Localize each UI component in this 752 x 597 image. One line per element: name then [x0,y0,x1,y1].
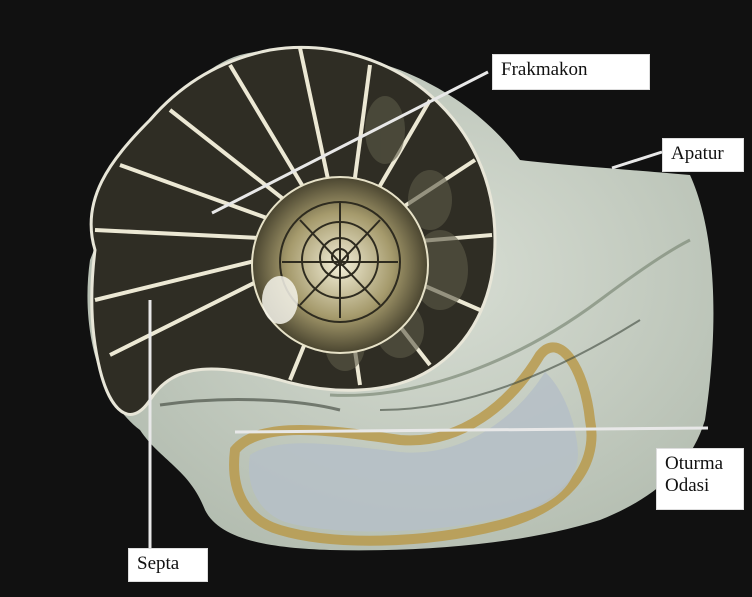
label-apatur: Apatur [662,138,744,172]
label-septa: Septa [128,548,208,582]
label-oturma-line1: Oturma [665,453,735,475]
label-oturma-line2: Odasi [665,475,735,497]
inner-spiral [280,202,400,322]
label-frakmakon: Frakmakon [492,54,650,90]
core-highlight [262,276,298,324]
label-oturma-odasi: Oturma Odasi [656,448,744,510]
